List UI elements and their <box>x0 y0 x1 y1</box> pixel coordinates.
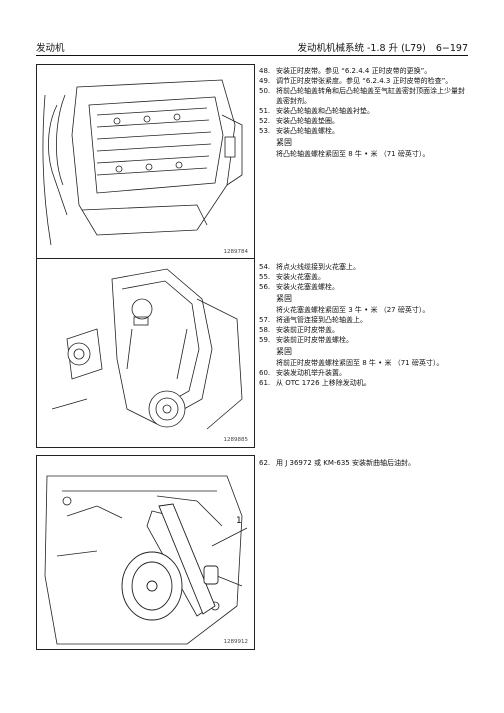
note-text: 将前正时皮带盖螺栓紧固至 8 牛 • 米 （71 磅英寸）。 <box>276 359 444 367</box>
list-item: 61.从 OTC 1726 上移除发动机。 <box>259 379 371 387</box>
figure-timing-belt-cover: 1289885 <box>36 258 255 448</box>
list-item: 55.安装火花塞盖。 <box>259 273 325 281</box>
figure-id: 1289784 <box>223 249 249 255</box>
list-item: 56.安装火花塞盖螺栓。 <box>259 283 339 291</box>
list-item: 60.安装发动机举升装置。 <box>259 369 346 377</box>
page-header-left: 发动机 <box>36 43 65 54</box>
steps-section-3: 62.用 J 36972 或 KM-635 安装新曲轴后油封。 <box>259 458 471 468</box>
header-rule <box>36 55 468 56</box>
figure-rear-crankshaft-seal: 1 1289912 <box>36 455 255 650</box>
steps-section-1: 48.安装正时皮带。参见 “6.2.4.4 正时皮带的更换”。 49.调节正时皮… <box>259 66 471 159</box>
list-item: 62.用 J 36972 或 KM-635 安装新曲轴后油封。 <box>259 459 415 467</box>
list-item: 49.调节正时皮带张紧度。参见 “6.2.4.3 正时皮带的检查”。 <box>259 77 453 85</box>
note-title: 紧固 <box>276 138 292 147</box>
list-item: 53.安装凸轮轴盖螺栓。 <box>259 127 339 135</box>
note-text: 将火花塞盖螺栓紧固至 3 牛 • 米 （27 磅英寸）。 <box>276 306 430 314</box>
note-title: 紧固 <box>276 294 292 303</box>
list-item: 52.安装凸轮轴盖垫圈。 <box>259 117 339 125</box>
list-item: 54.将点火线缆接到火花塞上。 <box>259 263 360 271</box>
timing-belt-cover-illustration <box>51 268 243 430</box>
list-item: 51.安装凸轮轴盖和凸轮轴盖衬垫。 <box>259 107 374 115</box>
page-number: 6−197 <box>435 43 468 54</box>
list-item: 57.将通气管连接到凸轮轴盖上。 <box>259 316 367 324</box>
rear-seal-tool-illustration <box>44 475 248 645</box>
page-header-right: 发动机机械系统 -1.8 升 (L79) 6−197 <box>297 40 468 54</box>
figure-id: 1289912 <box>223 639 249 645</box>
note-text: 将凸轮轴盖螺栓紧固至 8 牛 • 米 （71 磅英寸）。 <box>276 150 430 158</box>
list-item: 59.安装前正时皮带盖螺栓。 <box>259 336 353 344</box>
list-item: 48.安装正时皮带。参见 “6.2.4.4 正时皮带的更换”。 <box>259 67 432 75</box>
figure-id: 1289885 <box>223 437 249 443</box>
figure-camshaft-cover: 1289784 <box>36 64 255 260</box>
steps-section-2: 54.将点火线缆接到火花塞上。 55.安装火花塞盖。 56.安装火花塞盖螺栓。 … <box>259 262 471 388</box>
list-item: 50.将前凸轮轴盖转角和后凸轮轴盖至气缸盖密封顶面涂上少量封盖密封剂。 <box>259 87 465 105</box>
camshaft-cover-illustration <box>42 79 243 246</box>
note-title: 紧固 <box>276 347 292 356</box>
list-item: 58.安装前正时皮带盖。 <box>259 326 339 334</box>
chapter-title: 发动机机械系统 -1.8 升 (L79) <box>297 43 426 54</box>
callout-1: 1 <box>236 516 242 526</box>
